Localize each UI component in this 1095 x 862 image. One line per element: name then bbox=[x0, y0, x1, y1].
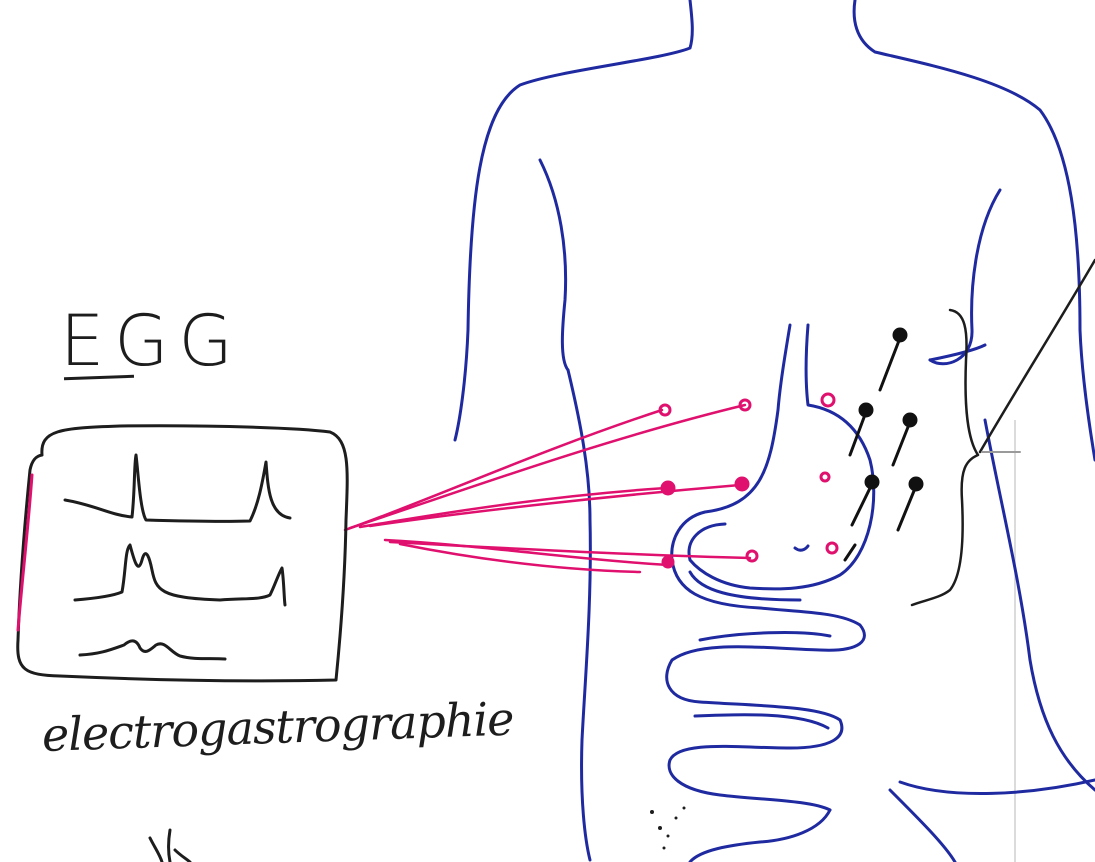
egg-monitor bbox=[18, 426, 347, 681]
torso-left-side bbox=[568, 370, 590, 860]
pink-electrode bbox=[663, 557, 673, 567]
stomach-intestines bbox=[667, 325, 874, 862]
abdomen-curve bbox=[900, 780, 1095, 794]
dots bbox=[650, 807, 686, 850]
wire bbox=[345, 410, 662, 530]
black-electrode bbox=[880, 329, 906, 390]
armpit-left bbox=[540, 160, 568, 370]
rib-line bbox=[930, 345, 985, 360]
trace-1 bbox=[65, 455, 290, 521]
trace-2 bbox=[75, 545, 285, 605]
pink-electrode bbox=[736, 478, 748, 490]
wire bbox=[370, 485, 740, 526]
trace-3 bbox=[80, 641, 225, 659]
intestine-tail bbox=[690, 810, 830, 862]
pink-electrode bbox=[822, 394, 834, 406]
pink-electrode bbox=[660, 405, 670, 415]
esophagus-right bbox=[689, 325, 874, 589]
wire bbox=[350, 405, 745, 528]
bracket-wire bbox=[980, 260, 1095, 452]
neck-right bbox=[854, 0, 1095, 460]
pink-electrode bbox=[827, 543, 837, 553]
black-electrodes bbox=[845, 329, 922, 560]
black-electrode bbox=[898, 478, 922, 530]
monitor-frame bbox=[18, 426, 347, 681]
neck-left bbox=[455, 0, 692, 440]
egg-title: EGG bbox=[60, 300, 243, 382]
bracket-brace bbox=[912, 310, 978, 605]
down-arrow-sketch bbox=[150, 830, 190, 862]
monitor-edge-pink bbox=[18, 475, 32, 630]
torso-right-side bbox=[985, 420, 1095, 790]
armpit-right bbox=[930, 190, 1000, 364]
recording-bracket bbox=[912, 260, 1095, 605]
pink-electrode bbox=[662, 482, 674, 494]
black-electrode bbox=[893, 414, 916, 465]
intestine-loop-inner-1 bbox=[700, 633, 830, 640]
pink-electrode bbox=[747, 551, 757, 561]
pink-electrode bbox=[821, 473, 829, 481]
intestine-loop-inner-2 bbox=[695, 715, 828, 728]
black-electrode bbox=[845, 545, 855, 560]
stomach-mark bbox=[795, 546, 808, 550]
hip-curve bbox=[890, 790, 955, 862]
